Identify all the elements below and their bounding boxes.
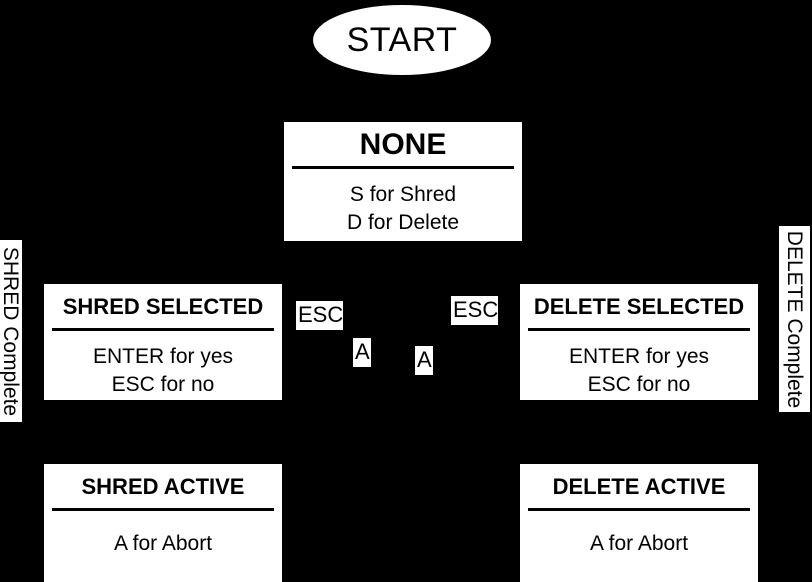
state-body-line: ENTER for yes xyxy=(568,345,710,368)
state-body-line: ESC for no xyxy=(111,373,215,396)
state-title-delete-active: DELETE ACTIVE xyxy=(528,464,750,511)
state-body-delete-active: A for Abort xyxy=(520,511,758,558)
state-body-line: A for Abort xyxy=(113,532,213,555)
edge-label-text: SHRED Complete xyxy=(0,246,22,416)
edge-label-text: DELETE Complete xyxy=(783,230,806,408)
state-body-line: ENTER for yes xyxy=(92,345,234,368)
state-title-shred-selected: SHRED SELECTED xyxy=(52,284,274,331)
start-node-label: START xyxy=(346,21,458,59)
state-node-delete-selected: DELETE SELECTED ENTER for yes ESC for no xyxy=(520,284,758,400)
state-node-none: NONE S for Shred D for Delete xyxy=(284,122,522,241)
state-body-line: A for Abort xyxy=(589,532,689,555)
state-body-shred-selected: ENTER for yes ESC for no xyxy=(44,331,282,399)
state-title-delete-selected: DELETE SELECTED xyxy=(528,284,750,331)
state-body-line: D for Delete xyxy=(346,211,460,234)
state-node-shred-selected: SHRED SELECTED ENTER for yes ESC for no xyxy=(44,284,282,400)
edge-label-abort-left: A xyxy=(353,338,371,367)
edge-label-esc-right: ESC xyxy=(451,296,498,325)
state-body-none: S for Shred D for Delete xyxy=(284,169,522,237)
edge-label-abort-right: A xyxy=(415,346,433,375)
state-body-shred-active: A for Abort xyxy=(44,511,282,558)
start-node: START xyxy=(313,5,491,75)
state-node-delete-active: DELETE ACTIVE A for Abort xyxy=(520,464,758,582)
state-body-delete-selected: ENTER for yes ESC for no xyxy=(520,331,758,399)
edge-label-delete-complete: DELETE Complete xyxy=(779,226,810,412)
state-body-line: ESC for no xyxy=(587,373,691,396)
state-title-shred-active: SHRED ACTIVE xyxy=(52,464,274,511)
state-body-line: S for Shred xyxy=(349,183,457,206)
edge-label-shred-complete: SHRED Complete xyxy=(0,240,22,422)
state-node-shred-active: SHRED ACTIVE A for Abort xyxy=(44,464,282,582)
edge-label-esc-left: ESC xyxy=(296,301,343,330)
state-title-none: NONE xyxy=(292,122,514,169)
